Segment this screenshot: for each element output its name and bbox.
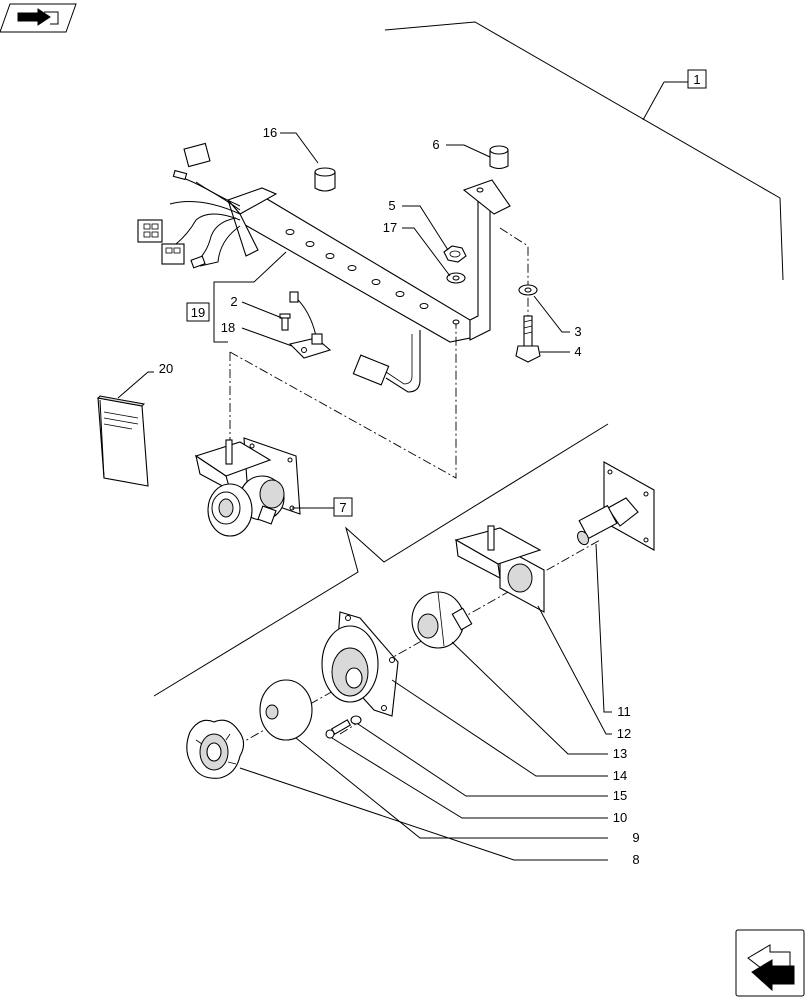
leader-line-3 — [533, 295, 570, 333]
leader-line-2 — [241, 301, 283, 319]
group-bracket-line — [384, 21, 784, 281]
callout-19: 19 — [191, 305, 205, 320]
callout-9: 9 — [632, 830, 639, 845]
screw-part-10 — [325, 719, 352, 739]
cover-part-9 — [259, 679, 313, 741]
sensor-part-18 — [288, 291, 332, 359]
leader-line-5 — [402, 205, 449, 251]
callout-1: 1 — [693, 72, 700, 87]
bolt-part-4 — [515, 315, 541, 363]
callout-8: 8 — [632, 852, 639, 867]
leader-line-8 — [239, 767, 608, 861]
assembly-axis-2 — [499, 227, 529, 330]
leader-line-6 — [446, 144, 491, 158]
ball-part-13 — [411, 591, 473, 649]
leader-line-15 — [357, 723, 608, 797]
callout-13: 13 — [613, 746, 627, 761]
callout-11: 11 — [617, 704, 631, 719]
exploded-view-bracket — [153, 423, 609, 697]
plug-part-11 — [576, 461, 655, 551]
manual-part-20 — [96, 395, 149, 487]
washer-part-3 — [518, 284, 538, 296]
callout-4: 4 — [574, 344, 581, 359]
next-page-arrow-icon[interactable] — [735, 929, 805, 997]
callout-6: 6 — [432, 137, 439, 152]
callout-2: 2 — [230, 294, 237, 309]
screw-part-2 — [279, 313, 291, 331]
callout-1-box — [687, 69, 707, 89]
bracket-holes — [285, 187, 484, 325]
callout-20: 20 — [159, 361, 173, 376]
leader-line-20 — [117, 371, 154, 399]
leader-line-14 — [391, 679, 608, 777]
assembly-axis-1 — [229, 324, 457, 479]
wiring-bracket — [227, 179, 511, 393]
callout-19-box — [186, 302, 210, 322]
leader-line-18 — [241, 327, 293, 347]
leader-line-13 — [451, 641, 608, 755]
leader-line-11 — [595, 543, 612, 713]
callout-14: 14 — [613, 768, 627, 783]
leader-line-9 — [295, 737, 608, 839]
nut-part-5 — [443, 245, 467, 263]
callout-10: 10 — [613, 810, 627, 825]
cap-part-16 — [314, 167, 336, 192]
callout-12: 12 — [617, 726, 631, 741]
leader-line-10 — [331, 737, 608, 819]
callout-3: 3 — [574, 324, 581, 339]
callout-5: 5 — [388, 198, 395, 213]
leader-line-17 — [402, 227, 451, 277]
wiring-harness — [137, 142, 241, 269]
leader-line-16 — [280, 132, 319, 164]
spacer-part-6 — [489, 145, 509, 170]
callout-17: 17 — [383, 220, 397, 235]
book-arrow-icon[interactable] — [0, 3, 77, 33]
callout-7: 7 — [339, 500, 346, 515]
washer-part-15 — [350, 715, 362, 725]
bracket-part-12 — [454, 525, 545, 613]
knob-part-8 — [186, 719, 245, 779]
callout-16: 16 — [263, 125, 277, 140]
socket-body-part-14 — [321, 611, 399, 717]
socket-assembly-7 — [194, 437, 301, 537]
leader-line-1 — [642, 81, 665, 121]
washer-part-17 — [446, 272, 466, 284]
leader-line-12 — [537, 605, 612, 735]
callout-18: 18 — [221, 320, 235, 335]
leader-line-19 — [213, 251, 287, 343]
callout-7-box — [333, 497, 353, 517]
callout-15: 15 — [613, 788, 627, 803]
